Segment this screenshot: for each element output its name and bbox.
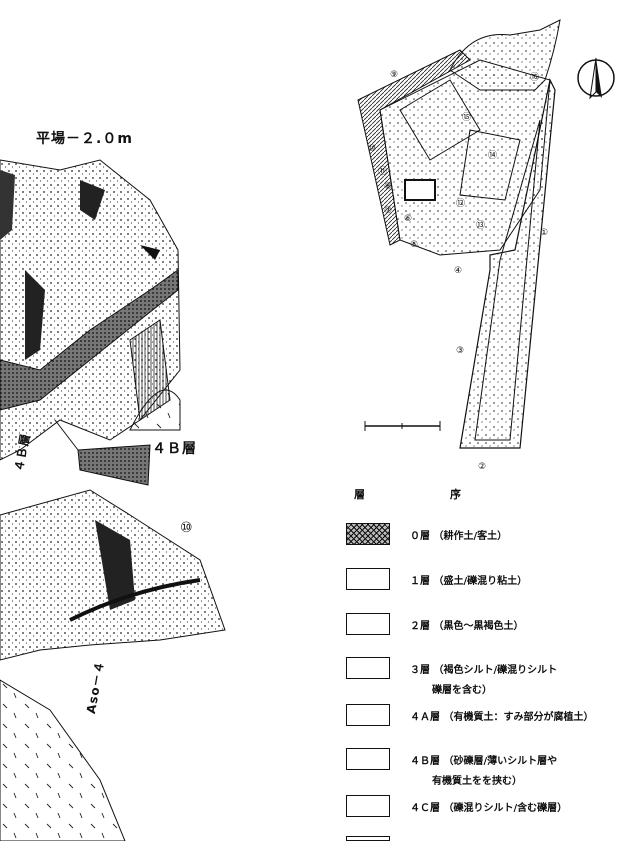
layer-4b-label: ４Ｂ層: [152, 441, 197, 457]
plateau-label: 平場－２.０m: [36, 131, 133, 147]
plan-marker-6: ⑥: [404, 214, 413, 224]
legend-label: ２層 （黒色～黒褐色土）: [410, 621, 524, 632]
legend-label: ４Ｃ層 （礫混りシルト/含む礫層）: [410, 803, 568, 814]
legend-swatch: [346, 836, 390, 841]
plan-marker-1: ①: [540, 228, 549, 238]
legend-label-continued: 礫層を含む）: [432, 685, 492, 696]
legend-label: ４Ｂ層 （砂礫層/薄いシルト層や: [410, 756, 558, 767]
plan-marker-7: ⑦: [384, 206, 393, 216]
legend-swatch: [346, 748, 390, 770]
plan-marker-8: ⑧: [384, 182, 393, 192]
plan-marker-2: ②: [478, 462, 487, 472]
legend-heading-left: 層: [354, 488, 366, 501]
section-drawing: [0, 159, 226, 841]
circled-number-10: ⑩: [180, 520, 193, 536]
plan-marker-5: ⑤: [410, 240, 419, 250]
legend-label-continued: 有機質土をを挟む）: [432, 776, 522, 787]
section-dark-band: [0, 269, 179, 411]
legend-swatch: [346, 704, 390, 726]
legend-heading-right: 序: [450, 488, 462, 501]
plan-marker-9: ⑨: [390, 70, 399, 80]
plan-marker-3: ③: [456, 346, 465, 356]
plan-marker-12: ⑫: [456, 199, 466, 209]
scale-bar: [364, 421, 441, 431]
plan-marker-14: ⑭: [488, 151, 498, 161]
legend-label: ０層 （耕作土/客土）: [410, 531, 508, 542]
legend-label: ３層 （褐色シルト/礫混りシルト: [410, 665, 558, 676]
legend-label: １層 （盛土/礫混り粘土）: [410, 576, 528, 587]
legend-swatch: [346, 613, 390, 635]
section-bottom-area: [0, 679, 126, 841]
plan-main-area: [379, 59, 551, 256]
legend-swatch: [346, 657, 390, 679]
legend-label: ４Ａ層 （有機質土：すみ部分が腐植土）: [410, 712, 594, 723]
plan-long-trench: [459, 78, 556, 449]
plan-marker-13: ⑬: [476, 221, 486, 231]
plan-drawing: [357, 19, 615, 449]
plan-marker-16: ⑯: [530, 73, 540, 83]
plan-marker-4: ④: [454, 266, 463, 276]
north-arrow-icon: [577, 57, 615, 100]
plan-marker-15: ⑮: [462, 113, 472, 123]
plan-marker-10: ⑩: [368, 144, 377, 154]
legend-swatch: [346, 568, 390, 590]
section-fragment: [77, 444, 151, 486]
legend-swatch: [346, 523, 390, 545]
legend-swatch: [346, 795, 390, 817]
plan-marker-11: ⑪: [378, 167, 388, 177]
section-dome: [129, 389, 181, 431]
